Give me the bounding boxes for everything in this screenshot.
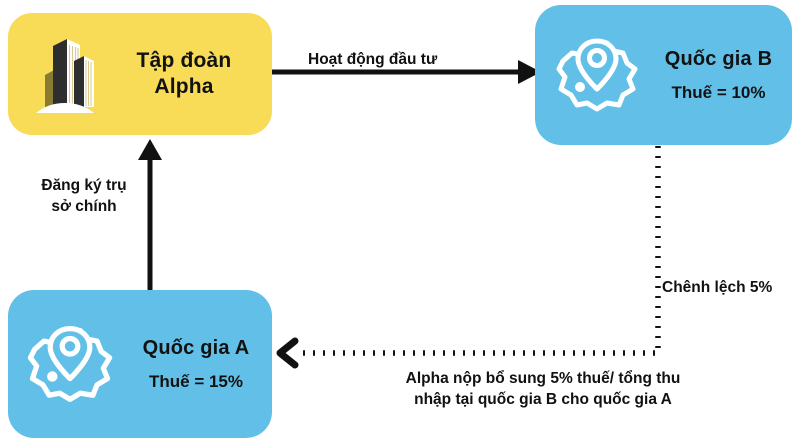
node-corporation[interactable]: Tập đoàn Alpha [8,13,272,135]
node-country-b[interactable]: Quốc gia B Thuế = 10% [535,5,792,145]
edge-label-register: Đăng ký trụ sở chính [41,177,127,215]
edge-invest-arrow [272,60,541,84]
corporation-title: Tập đoàn Alpha [136,49,232,98]
node-country-a[interactable]: Quốc gia A Thuế = 15% [8,290,272,438]
edge-difference-dotted [276,146,661,369]
office-buildings-icon [34,33,96,115]
country-b-text-block: Quốc gia B Thuế = 10% [645,47,792,103]
country-b-title: Quốc gia B [664,47,773,70]
edge-label-invest: Hoạt động đầu tư [308,51,438,68]
country-map-pin-icon [20,314,120,414]
edge-register-arrow [138,139,162,292]
edge-label-topup: Alpha nộp bổ sung 5% thuế/ tổng thu nhập… [405,370,681,408]
country-a-title: Quốc gia A [142,336,250,359]
country-b-tax-rate: Thuế = 10% [671,83,766,103]
edge-label-difference: Chênh lệch 5% [662,279,773,296]
country-a-tax-rate: Thuế = 15% [148,372,243,392]
country-map-pin-icon [549,27,645,123]
corporation-text-block: Tập đoàn Alpha [96,48,272,99]
country-a-text-block: Quốc gia A Thuế = 15% [120,336,272,392]
